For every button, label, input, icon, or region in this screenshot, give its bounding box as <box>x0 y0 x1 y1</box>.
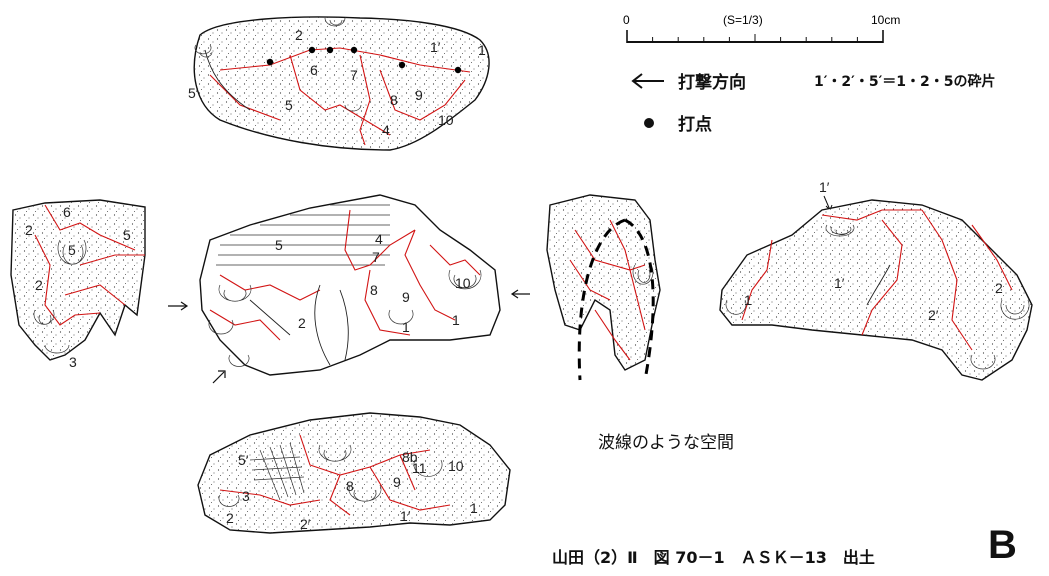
right-label-1a: 1 <box>744 292 752 308</box>
artifact-bottom-view: 5′ 8b 11 10 8 9 3 2 2′ 1′ 1 <box>197 412 511 534</box>
left-label-6: 6 <box>63 204 71 220</box>
scale-zero: 0 <box>623 13 630 27</box>
right-label-1b: 1′ <box>834 275 845 291</box>
front-label-8: 8 <box>370 282 378 298</box>
right-label-1-prime-top: 1′ <box>819 179 830 195</box>
legend-dot-label: 打点 <box>678 115 712 135</box>
left-label-5b: 5 <box>123 227 131 243</box>
label-7: 7 <box>350 67 358 83</box>
wave-space-annotation: 波線のような空間 <box>598 433 734 453</box>
front-label-9: 9 <box>402 289 410 305</box>
right-label-2-prime: 2′ <box>928 307 939 323</box>
left-label-5a: 5 <box>68 242 76 258</box>
artifact-side-view <box>546 194 661 381</box>
front-label-2: 2 <box>298 315 306 331</box>
diagonal-arrow-icon <box>212 370 226 384</box>
figure-caption: 山田（2）Ⅱ 図 70－1 ＡＳＫ－13 出土 <box>552 548 875 567</box>
scale-bar: 0 (S=1/3) 10cm <box>623 13 900 43</box>
bottom-label-2-prime: 2′ <box>300 516 311 532</box>
bottom-label-8b: 8b <box>402 449 418 465</box>
artifact-right-view: 1′ 1 1′ 2′ 2 <box>719 179 1033 381</box>
scale-10cm: 10cm <box>871 13 900 27</box>
bottom-label-8: 8 <box>346 478 354 494</box>
bottom-label-2: 2 <box>226 510 234 526</box>
legend-fragment-note: 1′・2′・5′＝1・2・5の砕片 <box>814 74 996 90</box>
left-label-2a: 2 <box>25 222 33 238</box>
artifact-left-view: 6 2 5 5 2 3 <box>10 199 146 370</box>
artifact-top-view: 2 6 7 1′ 1 5′ 5 8 9 10 4 <box>188 16 490 151</box>
bottom-label-10: 10 <box>448 458 464 474</box>
front-label-1b: 1 <box>452 312 460 328</box>
label-10: 10 <box>438 112 454 128</box>
label-1: 1 <box>478 42 486 58</box>
bottom-label-1: 1 <box>470 500 478 516</box>
label-5-prime: 5′ <box>188 85 199 101</box>
label-5: 5 <box>285 97 293 113</box>
front-label-4: 4 <box>375 231 383 247</box>
bottom-label-9: 9 <box>393 474 401 490</box>
label-1-prime: 1′ <box>430 39 441 55</box>
left-label-2b: 2 <box>35 277 43 293</box>
figure-letter: B <box>988 523 1017 567</box>
front-label-10: 10 <box>455 275 471 291</box>
label-8: 8 <box>390 92 398 108</box>
right-arrow-icon <box>168 301 189 311</box>
scale-ratio: (S=1/3) <box>723 13 763 27</box>
artifact-front-view: 5 4 7 8 9 10 1 1 2 <box>199 194 501 376</box>
right-label-2: 2 <box>995 280 1003 296</box>
legend-dot-row: 打点 <box>626 108 826 138</box>
label-6: 6 <box>310 62 318 78</box>
left-arrow-icon <box>631 73 664 89</box>
legend-arrow-row: 打撃方向 1′・2′・5′＝1・2・5の砕片 <box>626 66 1046 96</box>
label-4: 4 <box>382 122 390 138</box>
filled-dot-icon <box>644 118 654 128</box>
label-2: 2 <box>295 27 303 43</box>
left-arrow-icon <box>510 289 530 299</box>
legend-arrow-label: 打撃方向 <box>678 73 746 93</box>
bottom-label-3: 3 <box>242 488 250 504</box>
left-label-3: 3 <box>69 354 77 370</box>
label-9: 9 <box>415 87 423 103</box>
bottom-label-11: 11 <box>412 460 427 476</box>
front-label-7: 7 <box>372 249 380 265</box>
front-label-1a: 1 <box>402 319 410 335</box>
bottom-label-5-prime: 5′ <box>238 452 249 468</box>
front-label-5: 5 <box>275 237 283 253</box>
bottom-label-1-prime: 1′ <box>400 508 411 524</box>
